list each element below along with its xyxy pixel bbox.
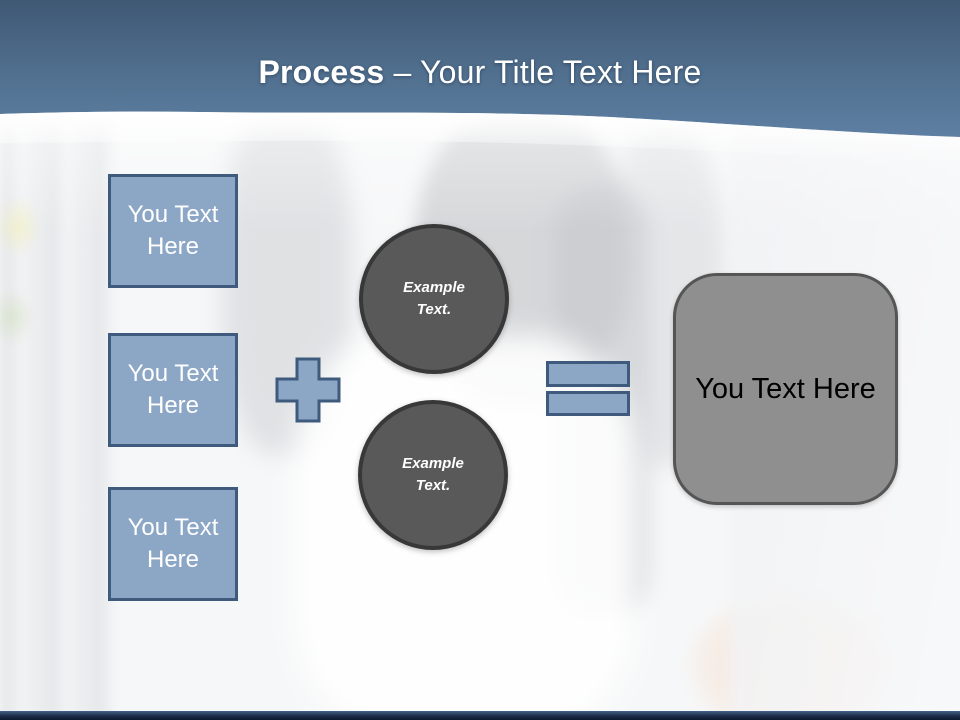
plus-icon — [275, 357, 341, 423]
input-box-3[interactable]: You Text Here — [108, 487, 238, 601]
header-white-swoosh — [0, 111, 960, 165]
slide-title: Process – Your Title Text Here — [0, 54, 960, 91]
header-blue-band — [0, 0, 960, 137]
example-circle-1[interactable]: Example Text. — [359, 224, 509, 374]
input-box-1-label: You Text Here — [127, 200, 219, 260]
header-wave — [0, 0, 960, 165]
slide-title-emphasis: Process — [258, 54, 385, 90]
equals-shape[interactable] — [545, 360, 633, 425]
plus-shape[interactable] — [274, 356, 342, 429]
result-box[interactable]: You Text Here — [673, 273, 898, 505]
footer-bar — [0, 711, 960, 720]
input-box-2[interactable]: You Text Here — [108, 333, 238, 447]
example-circle-1-label: Example Text. — [403, 278, 465, 319]
input-box-2-label: You Text Here — [127, 359, 219, 419]
result-box-label: You Text Here — [695, 372, 876, 405]
input-box-3-label: You Text Here — [127, 513, 219, 573]
example-circle-2[interactable]: Example Text. — [358, 400, 508, 550]
equals-icon — [546, 361, 630, 416]
slide-title-remainder: – Your Title Text Here — [384, 54, 702, 90]
input-box-1[interactable]: You Text Here — [108, 174, 238, 288]
example-circle-2-label: Example Text. — [402, 454, 464, 495]
